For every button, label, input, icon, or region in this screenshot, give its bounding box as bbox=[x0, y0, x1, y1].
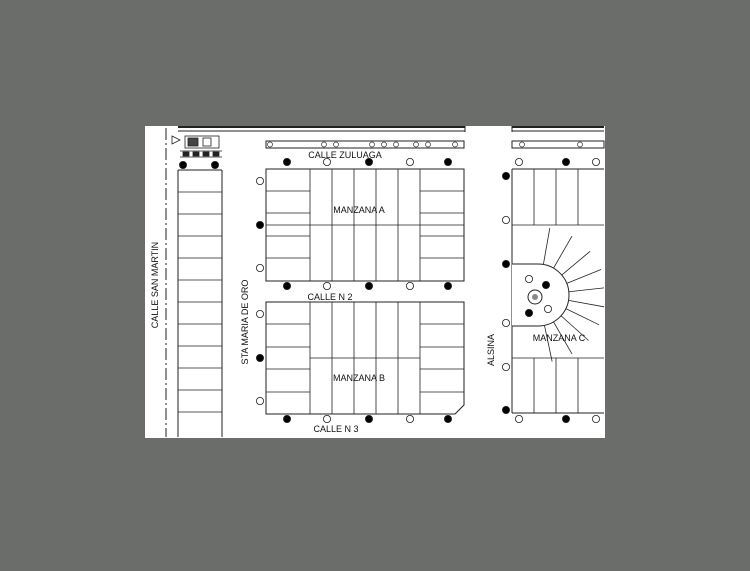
streetlight-open-icon bbox=[405, 414, 414, 423]
streetlight-filled-icon bbox=[178, 160, 187, 169]
streetlight-filled-icon bbox=[364, 414, 373, 423]
streetlight-open-icon bbox=[255, 396, 264, 405]
streetlight-filled-icon bbox=[443, 157, 452, 166]
streetlight-filled-icon bbox=[501, 405, 510, 414]
cul-de-sac-lot-line bbox=[542, 227, 551, 265]
street-label-zuluaga: CALLE ZULUAGA bbox=[308, 150, 382, 160]
car-icon bbox=[171, 135, 222, 158]
tree-icon bbox=[452, 141, 458, 148]
streetlight-open-icon bbox=[322, 414, 331, 423]
streetlight-open-icon bbox=[322, 157, 331, 166]
streetlight-filled-icon bbox=[562, 414, 571, 423]
cul-de-sac-lot-line bbox=[553, 321, 573, 355]
tree-icon bbox=[369, 141, 375, 148]
street-label-n2: CALLE N 2 bbox=[307, 292, 352, 302]
cul-de-sac-lot-line bbox=[565, 308, 600, 326]
block-label-a: MANZANA A bbox=[333, 205, 385, 215]
street-label-sta-maria: STA MARIA DE ORO bbox=[240, 280, 250, 365]
tree-icon bbox=[425, 141, 431, 148]
streetlight-open-icon bbox=[544, 304, 553, 313]
streetlight-filled-icon bbox=[364, 281, 373, 290]
streetlight-filled-icon bbox=[210, 160, 219, 169]
tree-icon bbox=[381, 141, 387, 148]
block-label-c: MANZANA C bbox=[533, 333, 586, 343]
streetlight-open-icon bbox=[255, 263, 264, 272]
cul-de-sac-lot-line bbox=[560, 315, 589, 341]
cul-de-sac-lots bbox=[542, 227, 605, 362]
cul-de-sac-lot-line bbox=[561, 250, 591, 276]
streetlight-open-icon bbox=[501, 318, 510, 327]
streetlight-filled-icon bbox=[443, 414, 452, 423]
streetlight-open-icon bbox=[525, 274, 534, 283]
tree-row bbox=[267, 141, 583, 148]
block-label-b: MANZANA B bbox=[333, 373, 385, 383]
streetlight-open-icon bbox=[405, 157, 414, 166]
streetlights bbox=[178, 157, 601, 423]
tree-icon bbox=[333, 141, 339, 148]
streetlight-open-icon bbox=[501, 215, 510, 224]
streetlight-filled-icon bbox=[501, 171, 510, 180]
tree-icon bbox=[413, 141, 419, 148]
streetlight-filled-icon bbox=[443, 281, 452, 290]
streetlight-open-icon bbox=[592, 157, 601, 166]
streetlight-open-icon bbox=[322, 281, 331, 290]
streetlight-filled-icon bbox=[255, 353, 264, 362]
tree-icon bbox=[519, 141, 525, 148]
tree-icon bbox=[577, 141, 583, 148]
tree-icon bbox=[321, 141, 327, 148]
streetlight-open-icon bbox=[515, 414, 524, 423]
streetlight-open-icon bbox=[405, 281, 414, 290]
streetlight-open-icon bbox=[501, 362, 510, 371]
streetlight-filled-icon bbox=[364, 157, 373, 166]
streetlight-filled-icon bbox=[525, 308, 534, 317]
street-label-n3: CALLE N 3 bbox=[313, 424, 358, 434]
streetlight-filled-icon bbox=[282, 281, 291, 290]
cul-de-sac-lot-line bbox=[553, 235, 573, 269]
streetlight-filled-icon bbox=[501, 259, 510, 268]
streetlight-open-icon bbox=[515, 157, 524, 166]
cul-de-sac-lot-line bbox=[566, 269, 602, 284]
tree-icon bbox=[267, 141, 273, 148]
streetlight-filled-icon bbox=[282, 414, 291, 423]
streetlight-open-icon bbox=[255, 309, 264, 318]
streetlight-filled-icon bbox=[562, 157, 571, 166]
streetlight-filled-icon bbox=[255, 220, 264, 229]
cul-de-sac-lot-line bbox=[568, 287, 605, 293]
lot-divisions bbox=[178, 169, 604, 414]
street-label-san-martin: CALLE SAN MARTIN bbox=[150, 242, 160, 328]
cul-de-sac bbox=[512, 263, 570, 327]
streetlight-filled-icon bbox=[542, 280, 551, 289]
plan-linework bbox=[165, 126, 605, 437]
streetlight-open-icon bbox=[255, 176, 264, 185]
street-label-alsina: ALSINA bbox=[486, 334, 496, 366]
cul-de-sac-lot-line bbox=[544, 325, 553, 362]
streetlight-open-icon bbox=[592, 414, 601, 423]
streetlight-filled-icon bbox=[282, 157, 291, 166]
cul-de-sac-lot-line bbox=[568, 299, 605, 308]
tree-icon bbox=[393, 141, 399, 148]
